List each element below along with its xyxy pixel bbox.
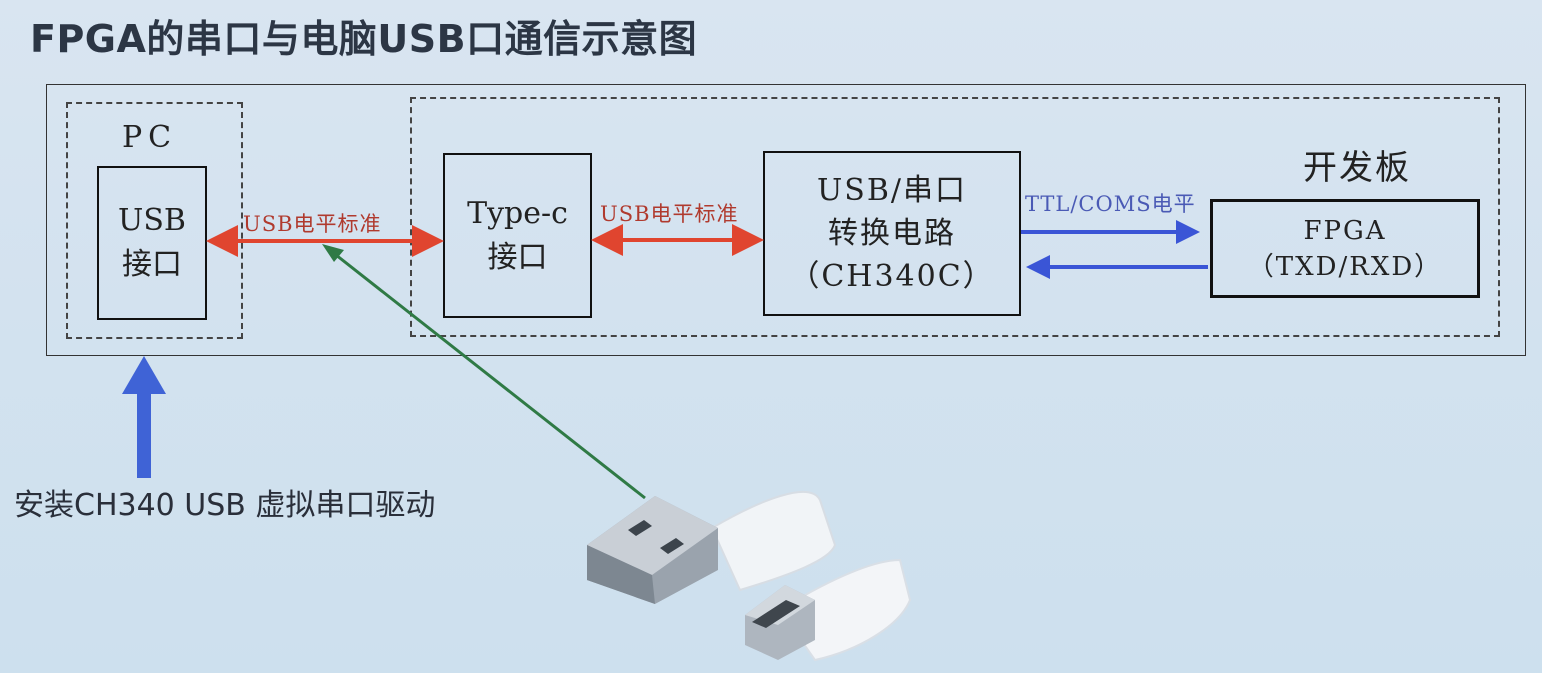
typec-line2: 接口	[487, 239, 548, 275]
fpga-box: FPGA （TXD/RXD）	[1210, 199, 1480, 298]
board-label: 开发板	[1303, 148, 1411, 188]
typec-line1: Type-c	[467, 195, 568, 231]
usb-level-label-right: USB电平标准	[600, 202, 739, 226]
fpga-line2: （TXD/RXD）	[1247, 251, 1443, 282]
converter-line1: USB/串口	[817, 173, 967, 208]
pc-label: PC	[122, 120, 178, 155]
cable-pointer-arrow	[322, 244, 646, 500]
ttl-level-label: TTL/COMS电平	[1025, 192, 1196, 216]
pc-region	[66, 102, 243, 339]
usb-a-plug-icon	[587, 491, 837, 604]
converter-box: USB/串口 转换电路 （CH340C）	[763, 151, 1021, 316]
typec-port-box: Type-c 接口	[443, 153, 592, 318]
usb-c-plug-icon	[745, 558, 912, 662]
converter-line3: （CH340C）	[789, 259, 995, 294]
pc-usb-line1: USB	[118, 203, 186, 238]
board-region	[410, 97, 1500, 337]
driver-install-note: 安装CH340 USB 虚拟串口驱动	[14, 488, 436, 523]
converter-line2: 转换电路	[828, 216, 956, 251]
driver-arrow	[122, 356, 166, 478]
pc-usb-line2: 接口	[122, 247, 182, 282]
outer-frame	[46, 84, 1526, 356]
page-title: FPGA的串口与电脑USB口通信示意图	[30, 17, 698, 61]
fpga-line1: FPGA	[1303, 215, 1387, 246]
